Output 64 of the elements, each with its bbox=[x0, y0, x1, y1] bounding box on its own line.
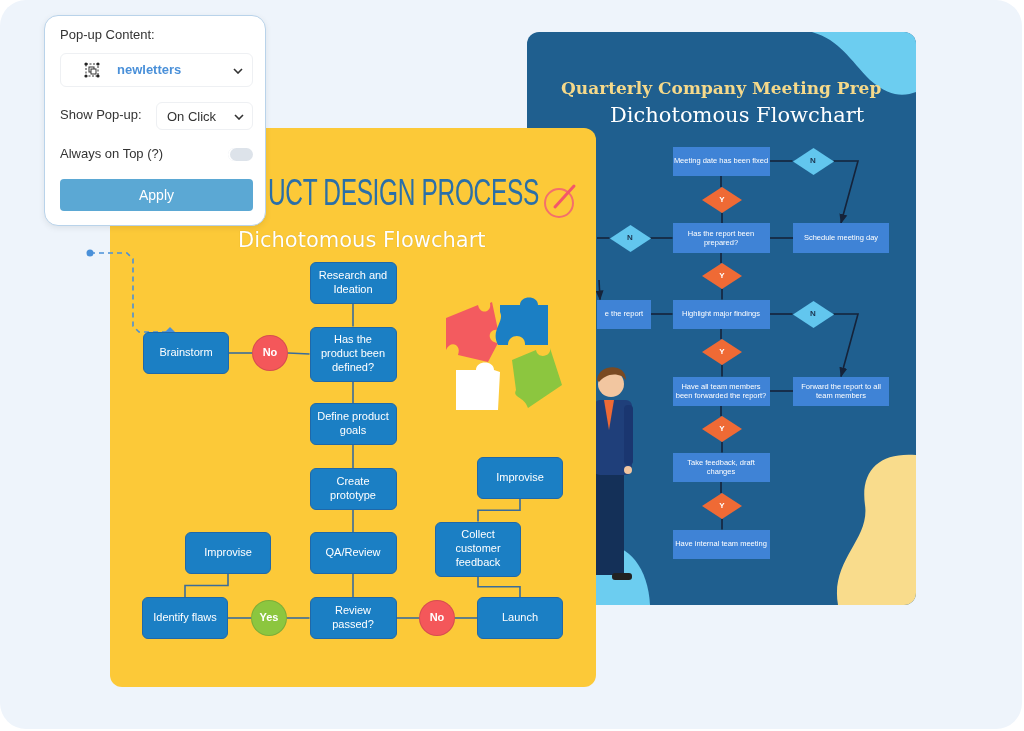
field-label: Always on Top (?) bbox=[60, 146, 164, 161]
connector-line bbox=[352, 509, 354, 533]
apply-button: Apply bbox=[60, 179, 253, 211]
process-box: Define product goals bbox=[309, 403, 397, 445]
dropdown: newletters bbox=[60, 53, 253, 87]
poster-title: Quarterly Company Meeting Prep bbox=[561, 78, 882, 98]
connector-line bbox=[768, 313, 794, 315]
poster-subtitle: Dichotomous Flowchart bbox=[238, 228, 486, 252]
connector-line bbox=[352, 573, 354, 598]
connector-line bbox=[720, 404, 722, 417]
process-box: QA/Review bbox=[309, 532, 397, 574]
dropdown: On Click bbox=[156, 102, 253, 130]
decision-diamond: N bbox=[792, 300, 834, 328]
process-box: Improvise bbox=[185, 532, 271, 574]
arrow bbox=[595, 279, 604, 301]
process-box: Improvise bbox=[477, 457, 563, 499]
connector-line bbox=[352, 444, 354, 469]
process-box: Brainstorm bbox=[143, 332, 229, 374]
field-label: Pop-up Content: bbox=[60, 27, 155, 42]
connector-line bbox=[227, 617, 252, 619]
decision-diamond: Y bbox=[702, 187, 742, 213]
connector-line bbox=[596, 237, 611, 239]
connector-line bbox=[454, 617, 478, 619]
process-box: Has the product been defined? bbox=[309, 326, 397, 382]
connector-line bbox=[768, 160, 794, 162]
connector-line bbox=[720, 174, 722, 188]
process-box: Collect customer feedback bbox=[435, 521, 521, 577]
connector-line bbox=[649, 237, 674, 239]
field-label: Show Pop-up: bbox=[60, 107, 142, 122]
connector-line bbox=[477, 575, 521, 598]
connector-line bbox=[286, 617, 311, 619]
arrow bbox=[832, 313, 860, 378]
process-box: Review passed? bbox=[309, 597, 397, 639]
connector-line bbox=[721, 518, 723, 531]
connector-line bbox=[287, 352, 311, 355]
connector-line bbox=[721, 212, 723, 224]
connector-line bbox=[477, 498, 521, 523]
connector-line bbox=[228, 352, 253, 354]
connector-line bbox=[352, 303, 354, 328]
process-box: Identify flaws bbox=[142, 597, 228, 639]
connector-line bbox=[352, 380, 354, 404]
connector-line bbox=[720, 480, 722, 494]
connector-line bbox=[768, 390, 794, 392]
decision-diamond: Y bbox=[702, 263, 742, 289]
connector-line bbox=[650, 313, 674, 315]
connector-line bbox=[768, 237, 794, 239]
connector-line bbox=[721, 288, 723, 301]
poster-title: UCT DESIGN PROCESS bbox=[268, 172, 539, 214]
decision-diamond: N bbox=[609, 224, 651, 252]
poster-subtitle: Dichotomous Flowchart bbox=[610, 103, 865, 127]
connector-line bbox=[395, 617, 420, 619]
process-box: Research and Ideation bbox=[309, 262, 397, 304]
connector-line bbox=[721, 364, 723, 378]
connector-line bbox=[184, 573, 229, 598]
process-box: Launch bbox=[477, 597, 563, 639]
decision-diamond: Y bbox=[702, 493, 742, 519]
process-box: Create prototype bbox=[309, 468, 397, 510]
connector-line bbox=[721, 441, 723, 454]
decision-diamond: N bbox=[792, 147, 834, 175]
connector-line bbox=[720, 327, 722, 340]
decision-diamond: Y bbox=[702, 416, 742, 442]
decision-diamond: Y bbox=[702, 339, 742, 365]
arrow bbox=[832, 160, 860, 224]
connector-line bbox=[720, 252, 722, 264]
